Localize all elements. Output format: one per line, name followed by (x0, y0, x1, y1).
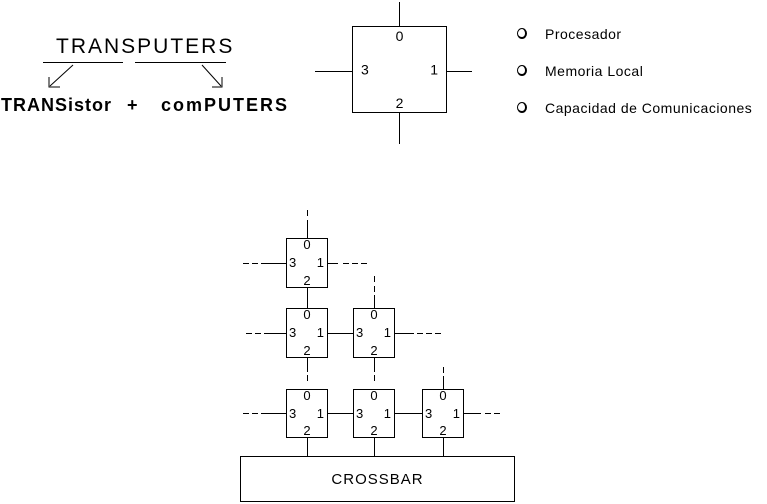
circle-bullet-icon (517, 65, 527, 76)
mesh-node-r2c1: 0 1 2 3 (286, 308, 328, 358)
mesh-link-r3-left-stub (267, 413, 286, 414)
etymology-plus-sign: + (127, 95, 139, 115)
mesh-link-r3c1-r3c2 (328, 413, 353, 414)
mesh-link-r3-right-stub (464, 413, 481, 414)
mesh-link-c3-top-dash (443, 367, 444, 373)
feature-label: Procesador (545, 25, 622, 42)
mesh-link-r2-right-stub (395, 333, 414, 334)
underline-trans (43, 62, 123, 63)
port-3-label: 3 (356, 405, 364, 421)
mesh-link-r2-left-stub (267, 333, 286, 334)
mesh-link-r1c1-r2c1 (307, 288, 308, 308)
mesh-link-c1-top-dash (307, 210, 308, 216)
etymology-word-computers: comPUTERS (161, 95, 290, 115)
mesh-link-r2-left-dash (246, 333, 270, 334)
port-1-label: 1 (383, 325, 391, 340)
port-2-label: 2 (303, 273, 311, 288)
mesh-link-r1-left-stub (267, 263, 286, 264)
port-0-label: 0 (370, 388, 378, 403)
mesh-link-r2c1-r3c1-stub (307, 358, 308, 372)
mesh-link-r3c2-crossbar (374, 438, 375, 456)
etymology-word-transistor: TRANSistor (1, 95, 113, 115)
port-3-label: 3 (289, 405, 297, 421)
port-1-label: 1 (316, 405, 324, 421)
etymology-arrows (48, 64, 223, 88)
port-2-label: 2 (370, 423, 378, 438)
port-0-label: 0 (370, 307, 378, 322)
port-1-label: 1 (452, 405, 460, 421)
mesh-link-r2c1-r2c2 (328, 333, 353, 334)
mesh-link-c2-top-dash2 (374, 286, 375, 292)
mesh-link-c2-top-dash1 (374, 276, 375, 282)
port-3-label: 3 (289, 255, 297, 270)
transputer-node-main: 0 1 2 3 (352, 26, 447, 113)
crossbar-box: CROSSBAR (240, 456, 515, 502)
port-2-label: 2 (439, 423, 447, 438)
arrow-down-right-icon (201, 64, 223, 88)
feature-item-procesador: Procesador (517, 25, 622, 42)
mesh-link-r3c1-crossbar (307, 438, 308, 456)
port-2-label: 2 (303, 343, 311, 358)
feature-label: Capacidad de Comunicaciones (545, 99, 753, 116)
etymology-title: TRANSPUTERS (56, 35, 235, 58)
port-1-label: 1 (430, 61, 438, 77)
mesh-link-c2-top-stub (374, 295, 375, 308)
underline-puters (135, 62, 226, 63)
mesh-link-r2c1-r3c1-dash (307, 375, 308, 381)
transputer-link1-line (447, 71, 472, 72)
port-2-label: 2 (395, 95, 404, 111)
port-0-label: 0 (439, 388, 447, 403)
port-2-label: 2 (370, 343, 378, 358)
port-2-label: 2 (303, 423, 311, 438)
port-0-label: 0 (303, 237, 311, 252)
crossbar-label: CROSSBAR (331, 470, 424, 488)
mesh-link-r2-right-dash (417, 333, 441, 334)
mesh-node-r3c3: 0 1 2 3 (422, 389, 464, 438)
feature-label: Memoria Local (545, 62, 644, 79)
mesh-link-r3c2-r3c3 (395, 413, 422, 414)
port-3-label: 3 (356, 325, 364, 340)
port-3-label: 3 (289, 325, 297, 340)
mesh-link-r2c2-r3c2-stub (374, 358, 375, 372)
transputer-link0-line (399, 2, 400, 26)
port-1-label: 1 (316, 325, 324, 340)
port-1-label: 1 (316, 255, 324, 270)
arrow-down-left-icon (48, 64, 74, 88)
mesh-node-r3c2: 0 1 2 3 (353, 389, 395, 438)
mesh-node-r2c2: 0 1 2 3 (353, 308, 395, 358)
port-0-label: 0 (303, 307, 311, 322)
transputer-link2-line (399, 113, 400, 144)
mesh-link-r3-left-dash (243, 413, 267, 414)
mesh-link-r2c2-r3c2-dash (374, 375, 375, 381)
feature-item-comunicaciones: Capacidad de Comunicaciones (517, 99, 753, 116)
feature-item-memoria: Memoria Local (517, 62, 644, 79)
mesh-link-c1-top-stub (307, 220, 308, 238)
port-1-label: 1 (383, 405, 391, 421)
mesh-link-r1-left-dash (243, 263, 267, 264)
mesh-link-r3-right-dash (485, 413, 500, 414)
circle-bullet-icon (517, 102, 527, 113)
port-3-label: 3 (425, 405, 433, 421)
mesh-node-r1c1: 0 1 2 3 (286, 238, 328, 288)
circle-bullet-icon (517, 28, 527, 39)
port-0-label: 0 (303, 388, 311, 403)
mesh-node-r3c1: 0 1 2 3 (286, 389, 328, 438)
mesh-link-r1-right-dash (343, 263, 367, 264)
mesh-link-r1-right-stub (328, 263, 338, 264)
port-3-label: 3 (361, 61, 369, 77)
transputer-link3-line (315, 71, 352, 72)
port-0-label: 0 (395, 28, 404, 44)
mesh-link-c3-top-stub (443, 376, 444, 389)
mesh-link-r3c3-crossbar (443, 438, 444, 456)
